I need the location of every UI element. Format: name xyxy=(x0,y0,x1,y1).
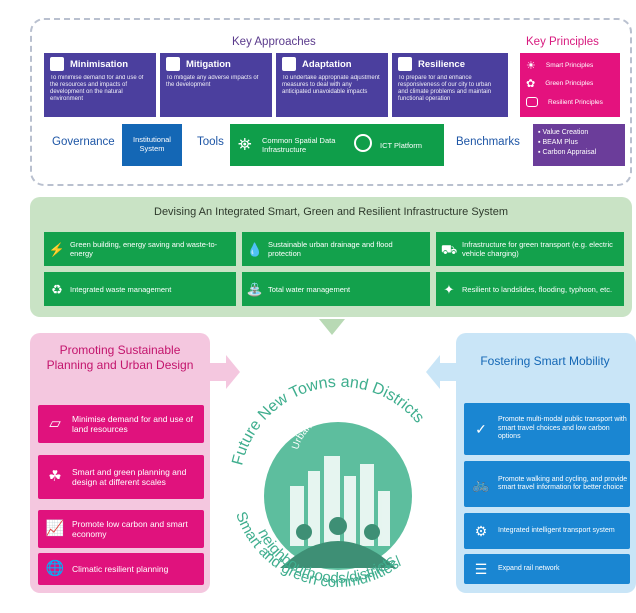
globe-icon: 🌐 xyxy=(45,560,65,577)
tap-icon: ⛲ xyxy=(246,281,264,297)
infra-item: ⛲Total water management xyxy=(242,272,430,306)
route-icon: ✓ xyxy=(475,420,487,437)
bounce-icon xyxy=(398,57,412,71)
map-icon: ▱ xyxy=(49,415,61,432)
tools-box: ⛯ Common Spatial Data Infrastructure ICT… xyxy=(230,124,444,166)
planning-item: 🌐Climatic resilient planning xyxy=(38,553,204,585)
benchmarks-box: ▪ Value Creation ▪ BEAM Plus ▪ Carbon Ap… xyxy=(533,124,625,166)
tools-label: Tools xyxy=(197,136,224,148)
link-icon xyxy=(526,97,538,107)
chart-icon: 📈 xyxy=(45,520,65,537)
right-arrow xyxy=(210,355,240,389)
key-approaches-header: Key Approaches xyxy=(232,36,316,48)
smart-mobility-title: Fostering Smart Mobility xyxy=(480,354,610,368)
benchmark-item: ▪ Value Creation xyxy=(538,129,589,136)
key-approaches-panel xyxy=(30,18,632,186)
network-icon: ✦ xyxy=(443,281,455,297)
infra-item: ⚡Green building, energy saving and waste… xyxy=(44,232,236,266)
approach-mitigation: Mitigation To mitigate any adverse impac… xyxy=(160,53,272,117)
lightning-icon: ⚡ xyxy=(48,241,66,257)
leaf-icon: ✿ xyxy=(526,78,536,90)
approach-adaptation: Adaptation To undertake appropriate adju… xyxy=(276,53,388,117)
people-icon xyxy=(280,517,396,568)
infra-item: ♻Integrated waste management xyxy=(44,272,236,306)
planning-item: ☘Smart and green planning and design at … xyxy=(38,455,204,499)
infrastructure-title: Devising An Integrated Smart, Green and … xyxy=(154,206,508,218)
mobility-item: ☰Expand rail network xyxy=(464,554,630,584)
benchmark-item: ▪ Carbon Appraisal xyxy=(538,149,597,156)
bike-icon: 🚲 xyxy=(472,475,490,492)
drop-icon: 💧 xyxy=(246,241,264,257)
shrink-icon xyxy=(50,57,64,71)
down-arrow xyxy=(319,319,345,335)
key-principles-header: Key Principles xyxy=(526,36,599,48)
infra-item: ⛟Infrastructure for green transport (e.g… xyxy=(436,232,624,266)
mobility-item: ⚙Integrated intelligent transport system xyxy=(464,513,630,549)
institutional-system-box: Institutional System xyxy=(122,124,182,166)
approach-resilience: Resilience To prepare for and enhance re… xyxy=(392,53,508,117)
rail-icon: ☰ xyxy=(474,560,488,577)
mobility-item: 🚲Promote walking and cycling, and provid… xyxy=(464,461,630,507)
key-principles-box: ☀Smart Principles ✿Green Principles Resi… xyxy=(520,53,620,117)
bin-icon: ♻ xyxy=(51,281,63,297)
car-icon: ⛟ xyxy=(440,241,458,257)
infra-item: ✦Resilient to landslides, flooding, typh… xyxy=(436,272,624,306)
planning-item: 📈Promote low carbon and smart economy xyxy=(38,510,204,548)
signal-icon xyxy=(354,134,372,152)
approach-minimisation: Minimisation To minimise demand for and … xyxy=(44,53,156,117)
shield-icon xyxy=(282,57,296,71)
planning-item: ▱Minimise demand for and use of land res… xyxy=(38,405,204,443)
mobility-item: ✓Promote multi-modal public transport wi… xyxy=(464,403,630,455)
governance-label: Governance xyxy=(52,136,115,148)
left-arrow xyxy=(426,355,456,389)
sustainable-planning-title: Promoting Sustainable Planning and Urban… xyxy=(46,343,194,372)
gears-icon: ⚙ xyxy=(474,522,488,539)
future-towns-emblem: Future New Towns and Districts Smart and… xyxy=(229,374,427,591)
benchmark-item: ▪ BEAM Plus xyxy=(538,139,578,146)
bulb-icon: ☀ xyxy=(526,60,536,72)
benchmarks-label: Benchmarks xyxy=(456,136,520,148)
infra-item: 💧Sustainable urban drainage and flood pr… xyxy=(242,232,430,266)
balance-icon xyxy=(166,57,180,71)
tree-icon: ☘ xyxy=(48,468,62,485)
satellite-icon: ⛯ xyxy=(238,135,252,154)
